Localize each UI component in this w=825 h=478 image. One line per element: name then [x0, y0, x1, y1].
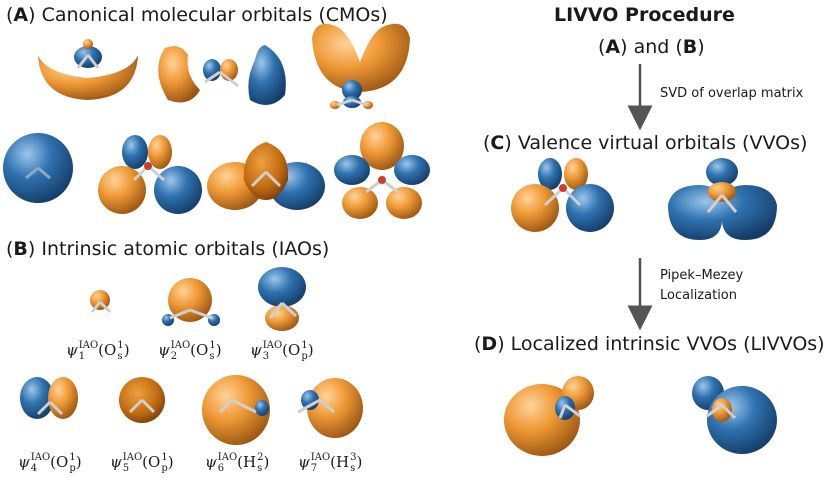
iao-orbital-5 [119, 377, 165, 423]
cmo-orbital-3 [312, 23, 410, 109]
iao-orbital-7 [297, 378, 363, 438]
cmo-orbital-2 [158, 45, 286, 105]
cmo-orbital-7 [334, 122, 430, 219]
procedure-title: LIVVO Procedure [554, 4, 735, 26]
cmo-orbital-4 [3, 133, 73, 203]
panel-b-heading: (B) Intrinsic atomic orbitals (IAOs) [6, 238, 330, 260]
iao-orbital-6 [202, 375, 270, 445]
iao-orbital-3 [258, 267, 306, 331]
localization-step-label-2: Localization [660, 288, 737, 303]
localization-step-label-1: Pipek–Mezey [660, 268, 744, 283]
vvo-orbital-1 [511, 158, 614, 232]
cmo-orbital-5 [98, 135, 202, 214]
panel-d-heading: (D) Localized intrinsic VVOs (LIVVOs) [474, 333, 825, 355]
cmo-orbital-1 [38, 39, 138, 100]
svd-step-label: SVD of overlap matrix [660, 86, 804, 101]
livvo-orbital-2 [692, 376, 777, 454]
iao-orbital-2 [162, 278, 220, 326]
iao-orbital-4 [20, 377, 78, 419]
livvo-orbital-1 [504, 376, 594, 456]
panel-c-heading: (C) Valence virtual orbitals (VVOs) [483, 132, 808, 154]
vvo-orbital-2 [668, 158, 777, 240]
procedure-inputs: (A) and (B) [598, 36, 705, 58]
cmo-orbital-6 [207, 142, 325, 210]
iao-orbital-1 [90, 290, 112, 314]
panel-a-heading: (A) Canonical molecular orbitals (CMOs) [6, 4, 388, 26]
